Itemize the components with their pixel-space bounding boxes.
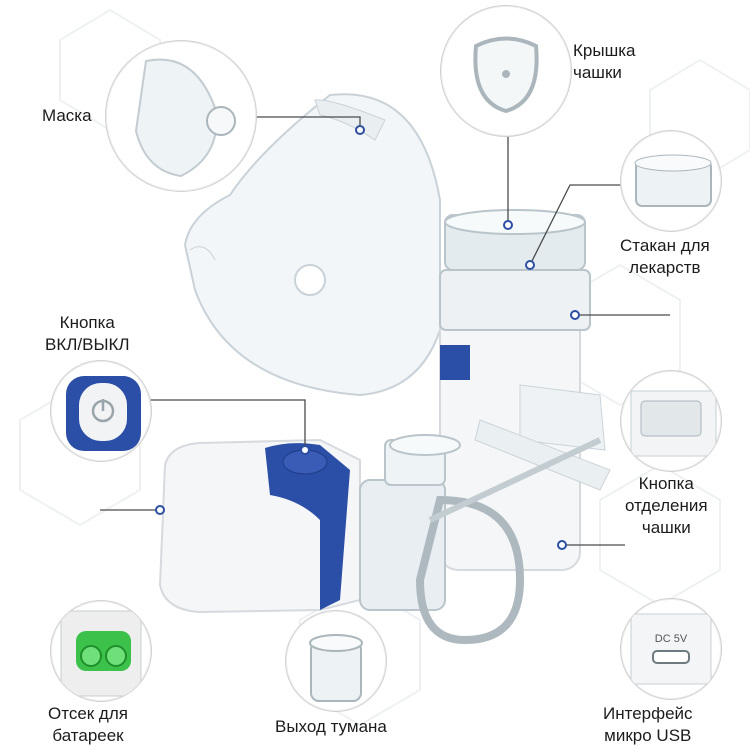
label-usb: Интерфейс микро USB <box>603 704 693 745</box>
medicine-cup-callout <box>620 130 722 232</box>
horizontal-body <box>158 434 602 645</box>
label-mask: Маска <box>42 106 92 125</box>
mask-illustration <box>183 93 441 397</box>
mist-outlet-callout <box>285 610 387 712</box>
label-power-button: Кнопка ВКЛ/ВЫКЛ <box>45 313 130 354</box>
power-button-callout <box>50 360 152 462</box>
upright-body <box>439 209 611 571</box>
usb-port-text: DC 5V <box>654 633 688 645</box>
label-cup-lid: Крышка чашки <box>573 41 636 82</box>
battery-callout <box>50 600 152 702</box>
cup-lid-callout <box>440 5 572 137</box>
label-battery: Отсек для батареек <box>48 704 128 745</box>
usb-callout: DC 5V <box>620 598 722 700</box>
mask-callout <box>105 40 257 192</box>
label-medicine-cup: Стакан для лекарств <box>620 236 710 277</box>
cup-release-callout <box>620 370 722 472</box>
label-cup-release: Кнопка отделения чашки <box>625 474 708 537</box>
label-mist-outlet: Выход тумана <box>275 717 387 736</box>
